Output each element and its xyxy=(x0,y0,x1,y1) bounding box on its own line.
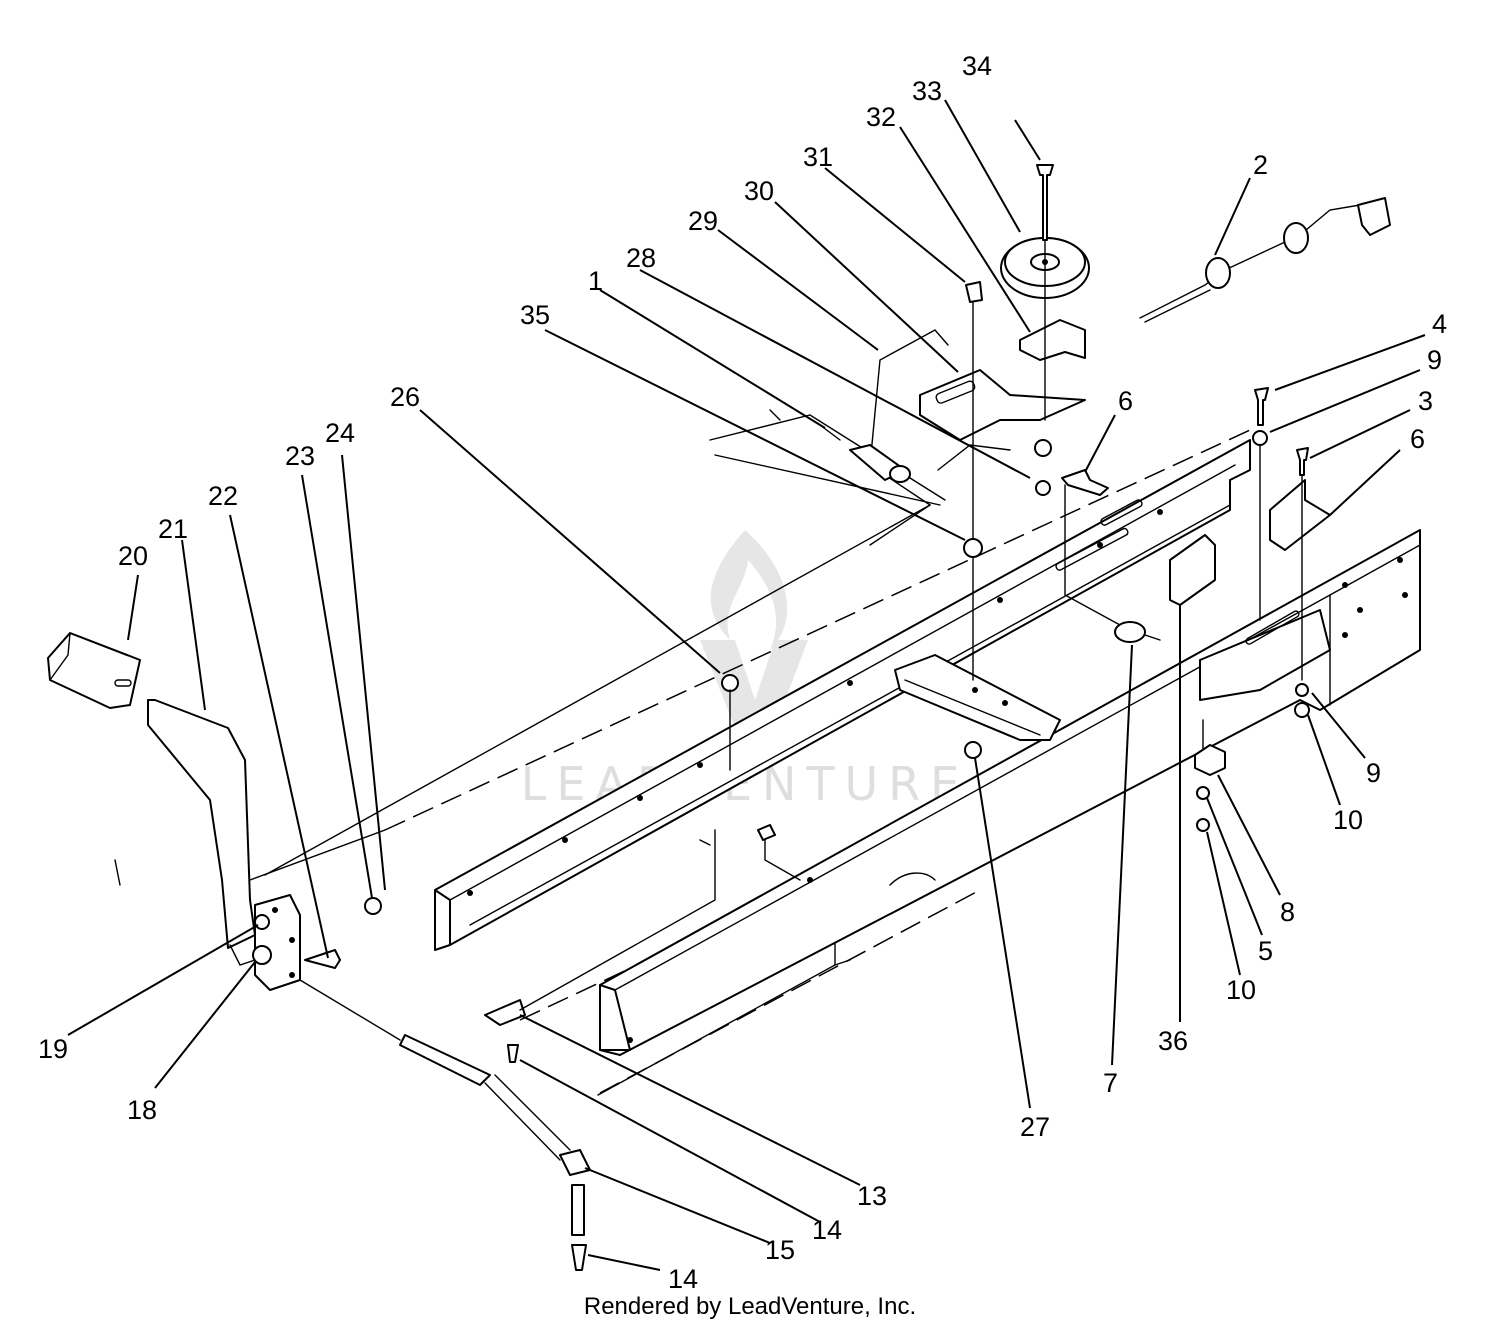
callout-13: 13 xyxy=(857,1181,887,1211)
callout-21: 21 xyxy=(158,514,188,544)
callout-23: 23 xyxy=(285,441,315,471)
leader-lines xyxy=(67,99,1426,1271)
spring-7 xyxy=(1061,469,1161,643)
callout-30: 30 xyxy=(744,176,774,206)
callouts: 34 33 32 31 30 29 28 1 35 26 24 23 22 21… xyxy=(38,51,1447,1294)
callout-4: 4 xyxy=(1432,309,1447,339)
callout-31: 31 xyxy=(803,142,833,172)
callout-27: 27 xyxy=(1020,1112,1050,1142)
callout-10-right: 10 xyxy=(1333,805,1363,835)
render-credit: Rendered by LeadVenture, Inc. xyxy=(583,1293,917,1320)
pedal-rod xyxy=(299,979,591,1271)
idler-assembly xyxy=(721,164,1090,771)
callout-15: 15 xyxy=(765,1235,795,1265)
callout-34: 34 xyxy=(962,51,992,81)
callout-14-bottom: 14 xyxy=(668,1264,698,1294)
lower-channels xyxy=(434,824,801,1051)
callout-33: 33 xyxy=(912,76,942,106)
watermark-flame-icon xyxy=(710,530,788,650)
callout-2: 2 xyxy=(1253,150,1268,180)
callout-20: 20 xyxy=(118,541,148,571)
callout-14-middle: 14 xyxy=(812,1215,842,1245)
right-bracket xyxy=(1169,479,1331,701)
callout-32: 32 xyxy=(866,102,896,132)
callout-19: 19 xyxy=(38,1034,68,1064)
callout-28: 28 xyxy=(626,243,656,273)
callout-18: 18 xyxy=(127,1095,157,1125)
callout-8: 8 xyxy=(1280,897,1295,927)
callout-36: 36 xyxy=(1158,1026,1188,1056)
callout-7: 7 xyxy=(1103,1068,1118,1098)
pedal-assembly xyxy=(47,632,382,991)
right-hardware xyxy=(1194,387,1310,832)
callout-9-top: 9 xyxy=(1427,345,1442,375)
callout-35: 35 xyxy=(520,300,550,330)
callout-26: 26 xyxy=(390,382,420,412)
callout-6-left: 6 xyxy=(1118,386,1133,416)
watermark-v-icon xyxy=(700,640,808,740)
spring-1 xyxy=(709,409,946,506)
callout-10-left: 10 xyxy=(1226,975,1256,1005)
pedal-arm xyxy=(147,699,256,949)
callout-1: 1 xyxy=(588,266,603,296)
spring-2 xyxy=(1139,197,1391,323)
callout-5: 5 xyxy=(1258,936,1273,966)
callout-6-right: 6 xyxy=(1410,424,1425,454)
callout-29: 29 xyxy=(688,206,718,236)
callout-9-bottom: 9 xyxy=(1366,758,1381,788)
callout-24: 24 xyxy=(325,418,355,448)
callout-3: 3 xyxy=(1418,386,1433,416)
cross-member xyxy=(894,654,1061,741)
callout-22: 22 xyxy=(208,481,238,511)
pedal-pad xyxy=(47,632,141,709)
